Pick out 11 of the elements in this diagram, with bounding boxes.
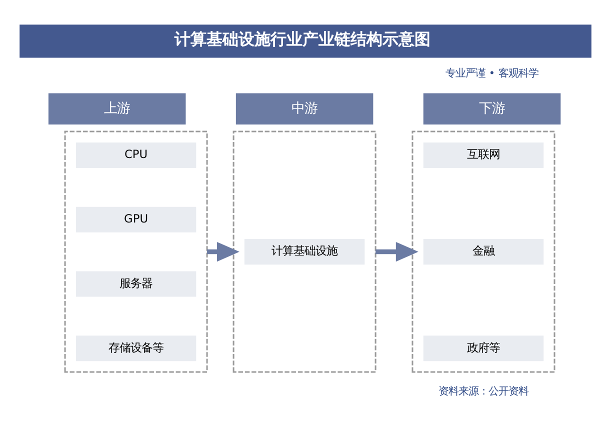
label: 资料来源：公开资料 (438, 386, 528, 398)
node-box: 上游 (48, 93, 186, 124)
label: 专业严谨 • 客观科学 (446, 67, 538, 80)
cluster (412, 130, 556, 373)
cluster (64, 130, 208, 373)
node-box: 下游 (423, 93, 561, 124)
diagram-title: 计算基础设施行业产业链结构示意图 (174, 30, 430, 49)
cluster (232, 130, 376, 373)
arrow (376, 242, 418, 262)
arrow (207, 242, 240, 262)
node-box: 中游 (236, 93, 374, 124)
